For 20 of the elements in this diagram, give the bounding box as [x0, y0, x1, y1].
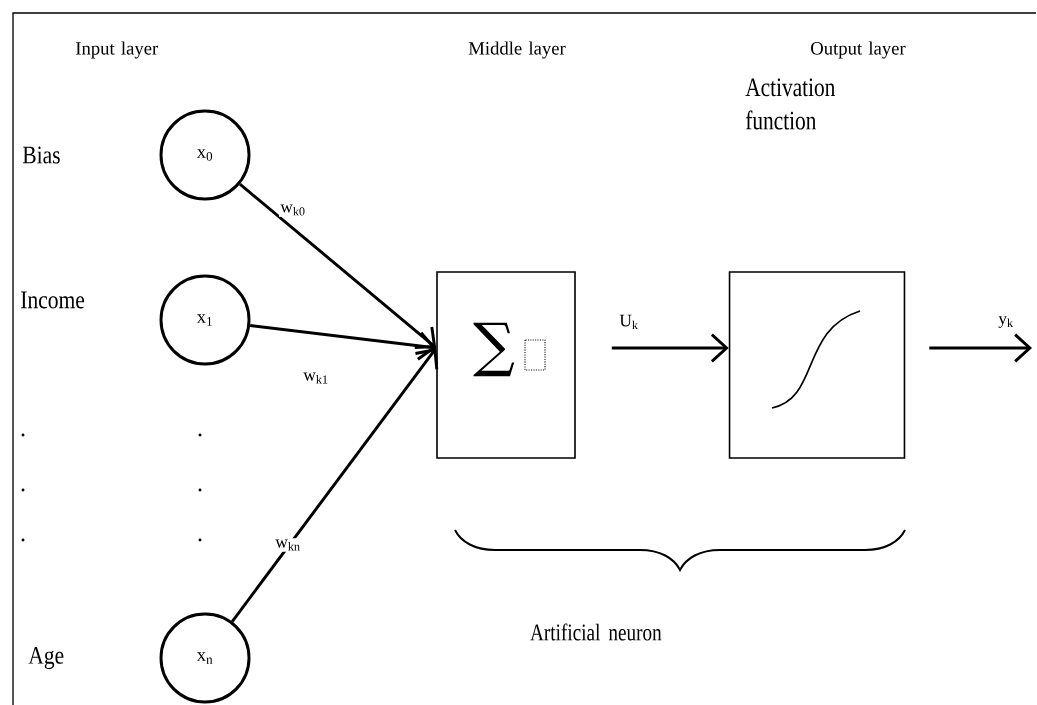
layer-label: Middle layer: [468, 41, 566, 59]
arrow: [929, 333, 1032, 363]
summation-box: ∑: [436, 271, 576, 459]
arrow: [231, 348, 439, 623]
input-name: Age: [28, 646, 64, 670]
layer-label: Output layer: [811, 41, 906, 59]
weight-label: w$_{k1}$: [302, 371, 330, 385]
arrow: [611, 333, 729, 363]
weight-label: w$_{k0}$: [279, 203, 307, 217]
weight-label: w$_{kn}$: [274, 538, 302, 552]
weight-label: U$_{k}$: [618, 313, 640, 331]
arrow: [238, 183, 437, 349]
weight-label: y$_{k}$: [997, 314, 1016, 330]
neuron-label: Artificial neuron: [530, 623, 662, 641]
activation-label: Activation function: [745, 78, 836, 130]
layer-label: Input layer: [75, 41, 159, 59]
arrow: [249, 324, 437, 361]
input-name: Bias: [22, 146, 60, 164]
input-name: Income: [21, 291, 85, 309]
activation-box: [728, 271, 906, 459]
